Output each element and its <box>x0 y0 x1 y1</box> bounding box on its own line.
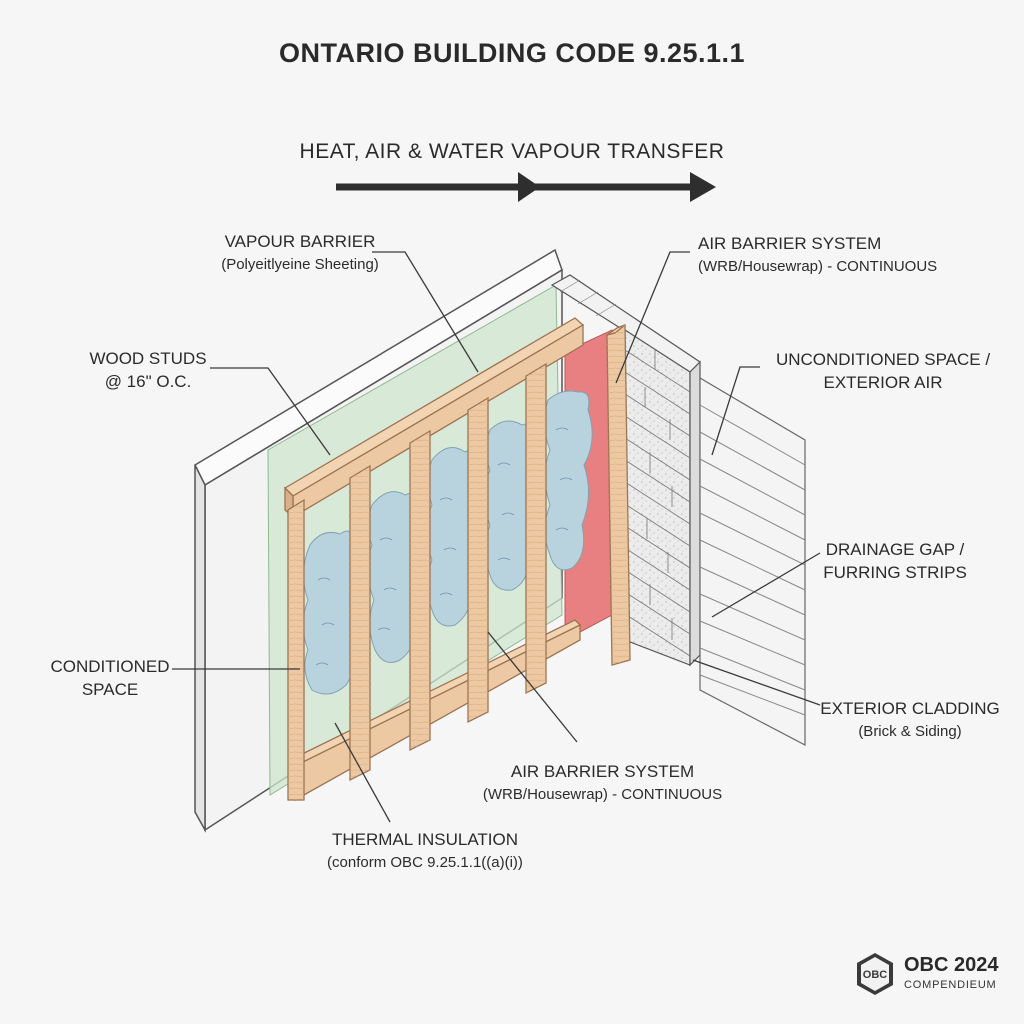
drainage-gap-label: DRAINAGE GAP / FURRING STRIPS <box>823 540 967 582</box>
air-barrier-label-top: AIR BARRIER SYSTEM (WRB/Housewrap) - CON… <box>698 234 938 275</box>
vapour-barrier-label: VAPOUR BARRIER (Polyeitlyeine Sheeting) <box>221 232 379 273</box>
exterior-cladding-label: EXTERIOR CLADDING (Brick & Siding) <box>820 699 1000 740</box>
flow-direction-label: HEAT, AIR & WATER VAPOUR TRANSFER <box>299 140 725 163</box>
thermal-insulation-label: THERMAL INSULATION (conform OBC 9.25.1.1… <box>327 830 523 871</box>
wood-studs-label: WOOD STUDS @ 16" O.C. <box>89 349 207 391</box>
svg-text:OBC: OBC <box>863 969 888 981</box>
badge-subtitle: COMPENDIEUM <box>904 979 997 991</box>
unconditioned-space-label: UNCONDITIONED SPACE / EXTERIOR AIR <box>775 350 991 392</box>
brick-veneer <box>550 274 701 667</box>
obc-logo-icon: OBC <box>857 953 893 995</box>
exterior-siding <box>699 376 806 746</box>
wood-stud-frame <box>283 317 631 802</box>
transfer-arrow <box>336 172 716 202</box>
leader-lines <box>172 251 821 823</box>
badge-title: OBC 2024 <box>904 954 999 976</box>
page-title: ONTARIO BUILDING CODE 9.25.1.1 <box>278 38 746 68</box>
air-barrier-label-bottom: AIR BARRIER SYSTEM (WRB/Housewrap) - CON… <box>482 762 723 803</box>
conditioned-space-label: CONDITIONED SPACE <box>50 657 170 699</box>
obc-badge: OBC OBC 2024 COMPENDIEUM <box>856 952 1016 1002</box>
